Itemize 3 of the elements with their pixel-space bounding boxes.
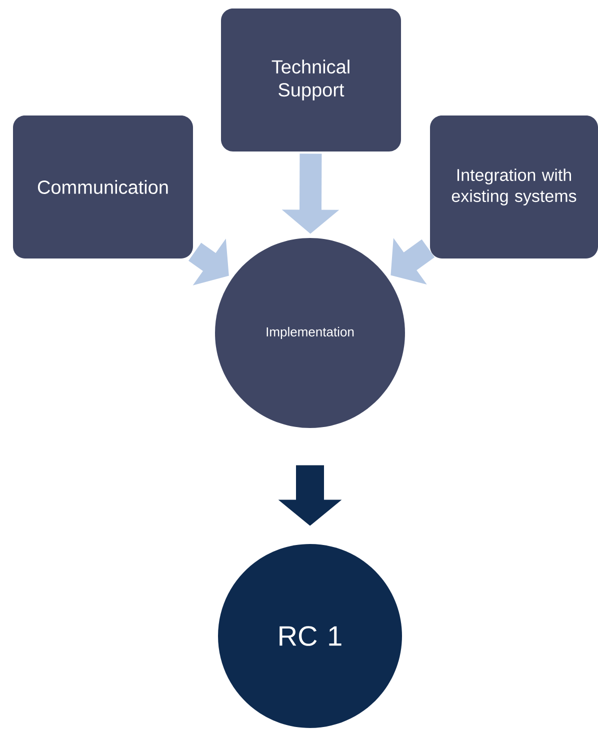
process-box: Technical Support [221, 8, 401, 152]
process-box: Communication [13, 116, 193, 258]
process-box: Integration with existing systems [430, 116, 598, 258]
